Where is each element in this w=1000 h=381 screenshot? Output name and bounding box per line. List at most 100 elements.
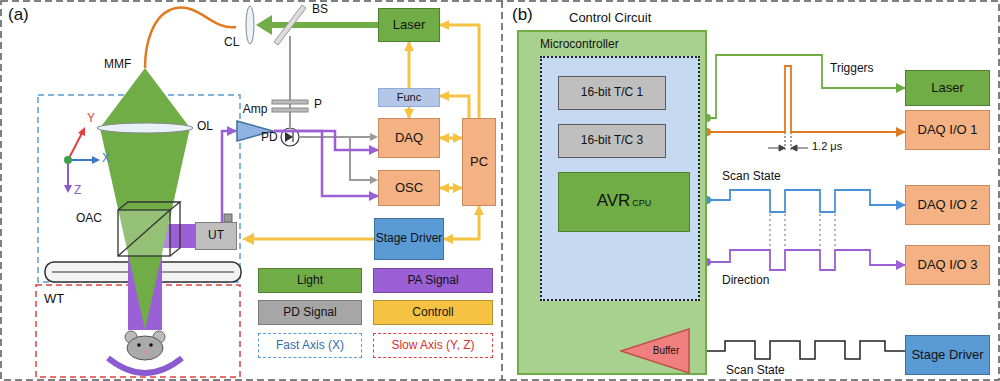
cpu-box: AVRCPU bbox=[558, 172, 690, 232]
pd-signal-wire bbox=[299, 133, 378, 184]
photodiode bbox=[285, 132, 293, 142]
node-label: Func bbox=[397, 91, 421, 104]
daq-io-box: DAQ I/O 1 bbox=[905, 110, 990, 150]
timing-marks bbox=[820, 214, 821, 248]
photodiode bbox=[292, 132, 293, 142]
dashed-sample: Fast Axis (X) bbox=[258, 333, 362, 358]
timing-marks bbox=[770, 214, 835, 248]
opto-acoustic-combiner bbox=[118, 202, 180, 210]
connector bbox=[440, 25, 479, 118]
panel-frame bbox=[501, 1, 503, 380]
connector bbox=[440, 137, 462, 140]
mouse bbox=[125, 331, 165, 360]
node-label: Control Circuit bbox=[569, 11, 651, 26]
node-label: Microcontroller bbox=[540, 38, 619, 52]
part-label: Triggers bbox=[830, 62, 874, 76]
node-label: OSC bbox=[395, 181, 423, 196]
opto-acoustic-combiner bbox=[118, 210, 170, 256]
node-label: UT bbox=[208, 229, 224, 243]
daq-box: DAQ bbox=[378, 118, 440, 158]
stage-driver-box: Stage Driver bbox=[374, 218, 444, 260]
connector bbox=[690, 341, 905, 359]
laser-box: Laser bbox=[905, 70, 990, 106]
part-label: Scan State bbox=[726, 364, 785, 378]
laser-beam bbox=[268, 22, 378, 28]
legend-label: PD Signal bbox=[283, 306, 336, 320]
pd-signal-wire bbox=[350, 137, 371, 180]
node-sublabel: CPU bbox=[632, 198, 651, 208]
legend-label: PA Signal bbox=[407, 274, 458, 288]
node-label: DAQ bbox=[395, 131, 423, 146]
legend-swatch: PA Signal bbox=[373, 268, 493, 293]
acoustic-path bbox=[224, 214, 232, 222]
laser-beam bbox=[256, 15, 378, 35]
legend-swatch: PD Signal bbox=[258, 300, 362, 325]
connector bbox=[707, 66, 905, 132]
mouse bbox=[149, 343, 153, 347]
node-label: Buffer bbox=[653, 345, 680, 357]
microcontroller-box: Microcontroller16-bit T/C 116-bit T/C 3A… bbox=[540, 56, 700, 301]
legend-swatch: Light bbox=[258, 268, 362, 293]
node-label: Laser bbox=[931, 81, 964, 96]
timing-marks bbox=[779, 145, 785, 151]
connector bbox=[707, 190, 905, 212]
focused-beam bbox=[100, 68, 190, 128]
triangle-shape bbox=[621, 329, 689, 373]
part-label: Scan State bbox=[722, 170, 781, 184]
node-label: Laser bbox=[393, 18, 426, 33]
node-label: Amp bbox=[236, 103, 274, 117]
part-label: WT bbox=[44, 292, 64, 307]
part-label: CL bbox=[224, 36, 239, 50]
legend-label: Fast Axis (X) bbox=[276, 339, 344, 353]
node-label: 16-bit T/C 3 bbox=[581, 134, 643, 148]
timer-counter-box: 16-bit T/C 3 bbox=[558, 124, 666, 158]
node-label: DAQ I/O 1 bbox=[918, 123, 978, 138]
opto-acoustic-combiner bbox=[118, 210, 170, 256]
node-label: PC bbox=[470, 155, 488, 170]
node-label: AVR bbox=[597, 191, 631, 211]
part-label: 1.2 μs bbox=[812, 140, 842, 153]
connector bbox=[274, 131, 378, 150]
part-label: OL bbox=[197, 120, 213, 134]
function-generator-box: Func bbox=[378, 88, 440, 107]
part-label: MMF bbox=[104, 58, 131, 72]
timing-marks bbox=[785, 214, 786, 248]
timing-marks bbox=[835, 214, 836, 248]
pd-signal-wire bbox=[370, 133, 378, 141]
opto-acoustic-combiner bbox=[118, 202, 180, 256]
mouse bbox=[144, 351, 147, 354]
focused-beam bbox=[100, 128, 190, 330]
timing-marks bbox=[785, 132, 786, 152]
node-label: DAQ I/O 2 bbox=[918, 198, 978, 213]
buffer-triangle: Buffer bbox=[620, 328, 690, 374]
stage-control-arrow bbox=[242, 233, 378, 245]
connector bbox=[408, 42, 411, 88]
connector bbox=[707, 250, 905, 270]
connector bbox=[440, 187, 462, 190]
legend-label: Controll bbox=[412, 306, 453, 320]
node-label: DAQ I/O 3 bbox=[918, 258, 978, 273]
axis-arrows bbox=[68, 133, 82, 160]
focused-beam bbox=[97, 123, 193, 133]
mouse bbox=[127, 336, 163, 360]
panel-letter: (a) bbox=[8, 5, 29, 25]
axis-region bbox=[36, 95, 240, 377]
part-label: BS bbox=[312, 3, 328, 17]
transducer-arc bbox=[108, 358, 182, 373]
node-label: 16-bit T/C 1 bbox=[581, 86, 643, 100]
part-label: X bbox=[102, 152, 110, 166]
timing-marks bbox=[770, 214, 771, 248]
laser-box: Laser bbox=[378, 8, 440, 42]
part-label: PD bbox=[261, 131, 278, 145]
stage-driver-box: Stage Driver bbox=[905, 335, 990, 375]
node-label: Stage Driver bbox=[376, 232, 443, 246]
legend-swatch: Controll bbox=[373, 300, 493, 325]
timer-counter-box: 16-bit T/C 1 bbox=[558, 76, 666, 110]
pd-signal-wire bbox=[370, 176, 378, 184]
connector bbox=[444, 206, 479, 239]
daq-io-box: DAQ I/O 2 bbox=[905, 185, 990, 225]
